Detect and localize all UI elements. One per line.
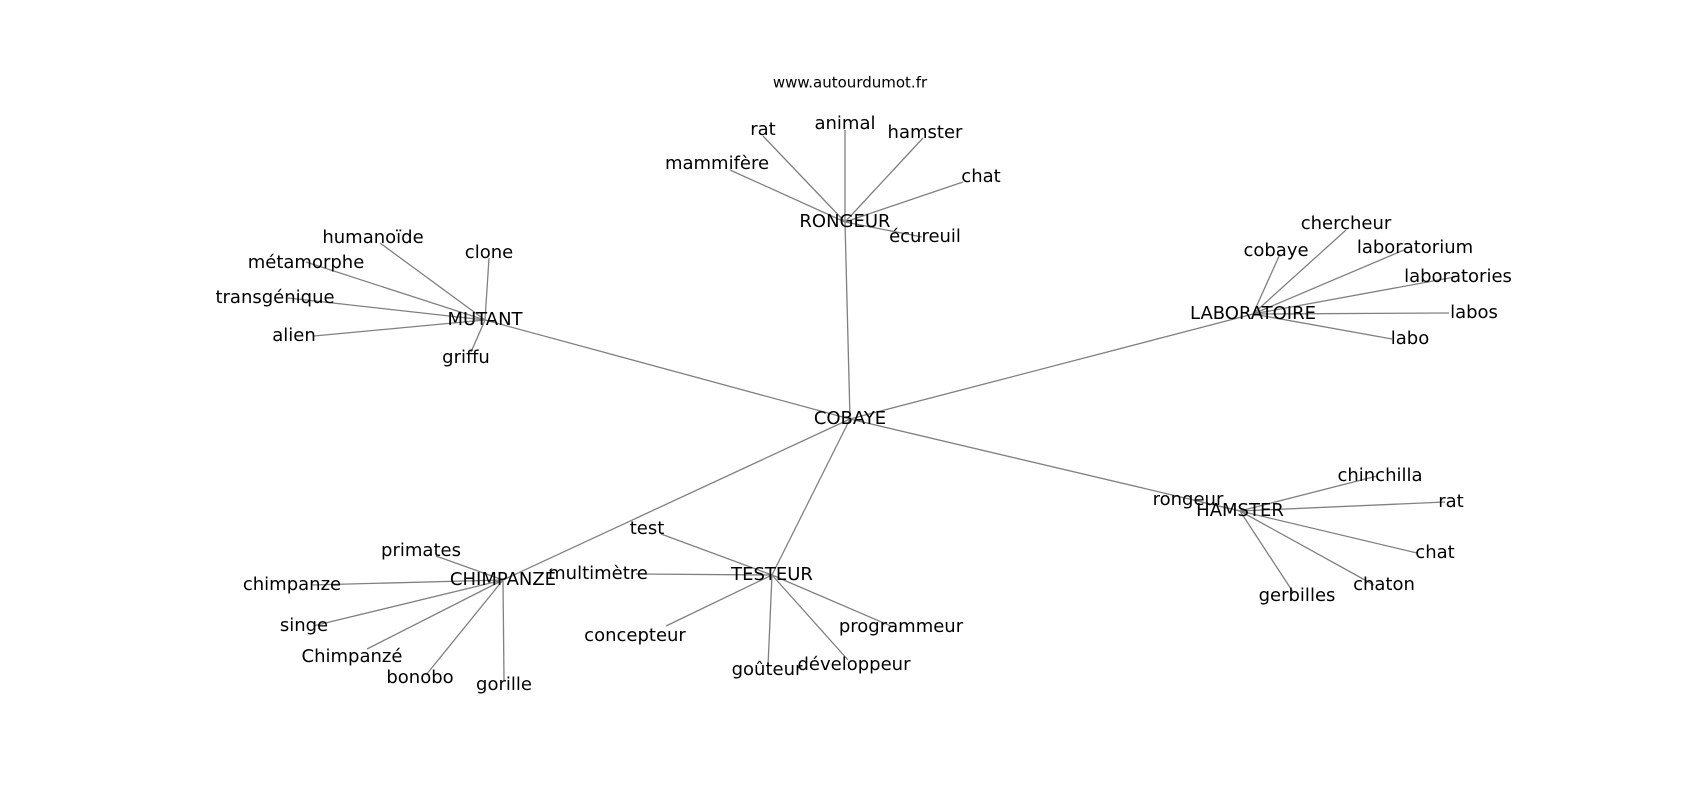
edge-testeur-leaf xyxy=(771,574,894,628)
hub-node-testeur: TESTEUR xyxy=(730,564,813,585)
leaf-node: gerbilles xyxy=(1259,585,1336,606)
leaf-node: chat xyxy=(1415,542,1454,563)
edge-center-laboratoire xyxy=(849,313,1254,420)
edge-laboratoire-leaf xyxy=(1252,253,1281,315)
edge-center-testeur xyxy=(771,418,851,576)
edge-hamster-leaf xyxy=(1239,510,1375,586)
leaf-node: singe xyxy=(280,615,328,636)
site-url: www.autourdumot.fr xyxy=(773,74,928,92)
hub-node-laboratoire: LABORATOIRE xyxy=(1190,303,1316,324)
edge-center-mutant xyxy=(484,319,851,420)
leaf-node: rongeur xyxy=(1153,489,1224,510)
leaf-node: chinchilla xyxy=(1337,465,1422,486)
edge-center-rongeur xyxy=(844,221,851,420)
edge-rongeur-leaf xyxy=(762,135,846,223)
hub-node-mutant: MUTANT xyxy=(447,309,523,330)
leaf-node: labos xyxy=(1450,302,1498,323)
edge-chimpanze-leaf xyxy=(312,579,504,627)
edge-mutant-leaf xyxy=(313,319,486,337)
hub-node-rongeur: RONGEUR xyxy=(799,211,890,232)
edge-chimpanze-leaf xyxy=(502,579,505,681)
leaf-node: chercheur xyxy=(1301,213,1392,234)
leaf-node: humanoïde xyxy=(322,227,423,248)
leaf-node: rat xyxy=(750,119,776,140)
edge-laboratoire-leaf xyxy=(1252,229,1347,315)
leaf-node: développeur xyxy=(798,654,912,675)
edge-hamster-leaf xyxy=(1239,475,1378,512)
leaf-node: animal xyxy=(814,113,875,134)
edge-testeur-leaf xyxy=(665,574,773,627)
edge-mutant-leaf xyxy=(379,242,486,321)
edge-rongeur-leaf xyxy=(844,137,924,223)
edge-chimpanze-leaf xyxy=(425,579,504,676)
edge-testeur-leaf xyxy=(767,574,773,667)
graph-labels: COBAYE RONGEUR animal rat mammifère hamster c… xyxy=(215,113,1511,695)
hub-node-hamster: HAMSTER xyxy=(1196,500,1284,521)
edge-mutant-leaf xyxy=(287,297,486,321)
edge-hamster-leaf xyxy=(1239,510,1294,593)
leaf-node: bonobo xyxy=(386,667,453,688)
edge-hamster-leaf xyxy=(1192,499,1241,512)
leaf-node: chimpanze xyxy=(243,574,341,595)
edge-laboratoire-leaf xyxy=(1252,313,1393,340)
leaf-node: primates xyxy=(381,540,461,561)
leaf-node: test xyxy=(630,518,665,539)
hub-node-chimpanze: CHIMPANZÉ xyxy=(450,568,556,590)
edge-chimpanze-leaf xyxy=(366,579,504,650)
edge-chimpanze-leaf xyxy=(435,555,504,581)
leaf-node: concepteur xyxy=(584,625,686,646)
leaf-node: transgénique xyxy=(215,287,334,308)
edge-testeur-leaf xyxy=(771,574,849,661)
leaf-node: rat xyxy=(1438,491,1464,512)
leaf-node: clone xyxy=(465,242,513,263)
edge-mutant-leaf xyxy=(305,261,486,321)
leaf-node: écureuil xyxy=(889,226,961,247)
edge-hamster-leaf xyxy=(1239,510,1418,554)
edge-mutant-leaf xyxy=(470,319,486,353)
edge-laboratoire-leaf xyxy=(1252,249,1405,315)
edge-testeur-leaf xyxy=(660,533,773,576)
leaf-node: chaton xyxy=(1353,574,1415,595)
leaf-node: alien xyxy=(272,325,316,346)
leaf-node: gorille xyxy=(476,674,532,695)
edge-testeur-leaf xyxy=(635,573,773,576)
leaf-node: cobaye xyxy=(1243,240,1308,261)
edge-center-chimpanze xyxy=(502,418,851,581)
leaf-node: chat xyxy=(961,166,1000,187)
edge-laboratoire-leaf xyxy=(1252,312,1450,315)
leaf-node: métamorphe xyxy=(248,252,365,273)
leaf-node: laboratories xyxy=(1404,266,1512,287)
leaf-node: mammifère xyxy=(665,153,769,174)
edge-mutant-leaf xyxy=(484,257,490,321)
leaf-node: multimètre xyxy=(548,563,648,584)
leaf-node: goûteur xyxy=(732,659,803,680)
edge-center-hamster xyxy=(849,418,1241,512)
leaf-node: laboratorium xyxy=(1357,237,1473,258)
edge-rongeur-leaf xyxy=(729,169,846,223)
edge-chimpanze-leaf xyxy=(310,579,504,586)
edge-rongeur-leaf xyxy=(844,181,964,223)
leaf-node: programmeur xyxy=(839,616,964,637)
leaf-node: hamster xyxy=(888,122,963,143)
edge-hamster-leaf xyxy=(1239,501,1446,512)
leaf-node: griffu xyxy=(442,347,490,368)
edge-laboratoire-leaf xyxy=(1252,276,1456,315)
edge-rongeur-leaf xyxy=(844,221,923,238)
graph-edges xyxy=(287,130,1456,681)
leaf-node: Chimpanzé xyxy=(302,646,403,667)
leaf-node: labo xyxy=(1391,328,1429,349)
center-node: COBAYE xyxy=(814,408,886,429)
